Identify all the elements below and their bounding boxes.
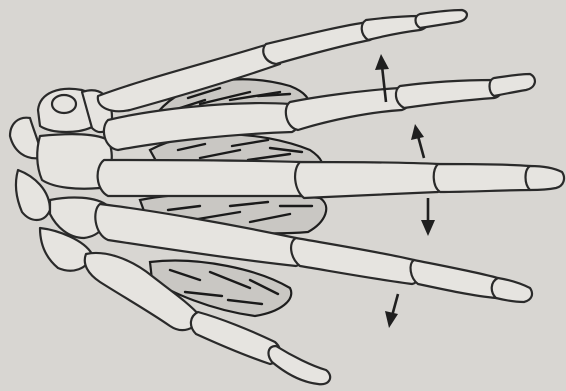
index-distal-phalanx [416,10,467,28]
little-proximal-phalanx [291,238,421,284]
ring-distal-phalanx [526,166,565,190]
ring-metacarpal [98,160,309,196]
middle-middle-phalanx [396,80,502,108]
ring-proximal-phalanx [295,162,445,198]
arrow-little [385,294,398,328]
arrow-ring [421,198,435,236]
little-distal-phalanx [492,278,532,302]
little-middle-phalanx [411,260,504,298]
carpal-pisiform [52,95,76,113]
ring-middle-phalanx [434,164,538,192]
carpal-bones [10,89,112,271]
thumb-proximal-phalanx [191,312,281,364]
index-proximal-phalanx [263,22,376,64]
arrow-middle [411,124,424,158]
thumb-distal-phalanx [269,346,331,384]
finger-ring [98,160,564,198]
middle-distal-phalanx [490,74,535,96]
